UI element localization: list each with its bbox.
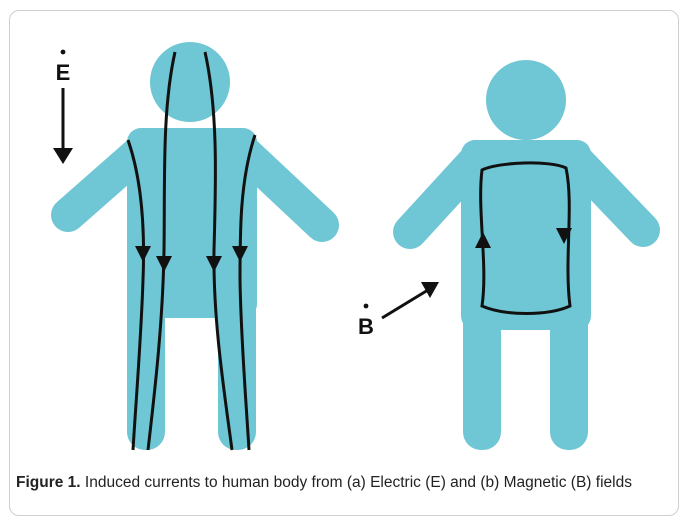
e-arrow-head <box>53 148 73 164</box>
caption-lead: Figure 1. <box>16 474 81 491</box>
electric-field-indicator: E <box>53 50 73 164</box>
b-field-label: B <box>358 314 374 339</box>
e-dot <box>61 50 66 55</box>
e-field-label: E <box>56 60 71 85</box>
right-head <box>486 60 566 140</box>
left-head <box>150 42 230 122</box>
b-dot <box>364 304 369 309</box>
b-arrow-head <box>421 282 439 298</box>
b-arrow-shaft <box>382 290 428 318</box>
magnetic-field-indicator: B <box>358 282 439 339</box>
right-body-figure <box>410 60 643 450</box>
caption-text: Induced currents to human body from (a) … <box>81 474 632 491</box>
left-body-figure <box>68 42 322 450</box>
left-leg-right <box>218 250 256 450</box>
figure-caption: Figure 1. Induced currents to human body… <box>16 473 671 493</box>
